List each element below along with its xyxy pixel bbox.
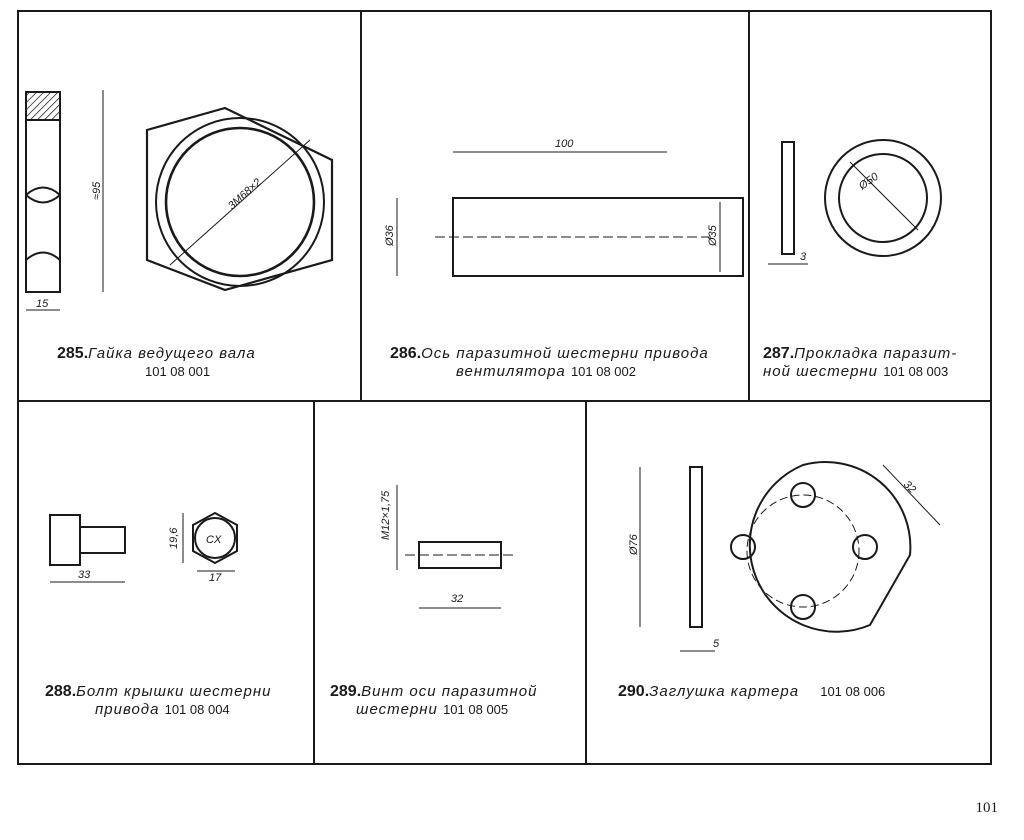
dim-32-text: 32 [451, 593, 463, 605]
caption-285-title: Гайка ведущего вала [88, 345, 256, 362]
caption-288: 288.Болт крышки шестерни привода 101 08 … [45, 683, 271, 719]
caption-290: 290.Заглушка картера 101 08 006 [618, 683, 885, 701]
plug-hole-right [852, 534, 878, 560]
bolt-hex-view [192, 511, 238, 565]
dim-36-text: Ø36 [384, 224, 396, 247]
drawing-285-nut: ≈95 3M68×2 15 [25, 90, 334, 311]
plug-hole-left [730, 534, 756, 560]
caption-285: 285.Гайка ведущего вала 101 08 001 [57, 345, 256, 381]
caption-286-code: 101 08 002 [570, 364, 637, 379]
caption-290-title: Заглушка картера [649, 683, 800, 700]
dim-100-text: 100 [555, 138, 574, 150]
drawing-286-axle: 100 Ø36 Ø35 [384, 138, 744, 277]
dim-32-plug-line [882, 464, 941, 526]
caption-286-number: 286. [390, 345, 422, 362]
drawing-288-bolt: 33 19,6 CX 17 [49, 511, 238, 584]
plug-side [689, 466, 703, 628]
plug-outline [748, 461, 912, 633]
caption-289-title-line2: шестерни [356, 701, 438, 718]
page-frame [17, 10, 992, 765]
plug-bolt-circle [746, 494, 860, 608]
caption-286-title: Ось паразитной шестерни привода [421, 345, 709, 362]
caption-289: 289.Винт оси паразитной шестерни 101 08 … [330, 683, 537, 719]
caption-288-number: 288. [45, 683, 77, 700]
bolt-hex-circle [194, 517, 236, 559]
dim-m12-text: M12×1,75 [380, 490, 392, 540]
dim-5-text: 5 [713, 638, 720, 650]
caption-287: 287.Прокладка паразит- ной шестерни 101 … [763, 345, 957, 381]
nut-hex-outline [145, 106, 334, 292]
nut-side-chamfer-mid [25, 186, 61, 204]
col-divider-top-2 [748, 10, 750, 400]
bolt-cx-mark: CX [206, 534, 222, 546]
plug-hole-top [790, 482, 816, 508]
row-divider [17, 400, 992, 402]
drawing-290-plug: Ø76 32 5 [628, 461, 941, 652]
page-number: 101 [975, 800, 999, 816]
gasket-inner-circle [838, 153, 928, 243]
dim-15-text: 15 [36, 298, 49, 310]
caption-288-code: 101 08 004 [164, 702, 230, 717]
caption-289-number: 289. [330, 683, 362, 700]
caption-286-title-line2: вентилятора [456, 363, 566, 380]
dim-32-plug-text: 32 [901, 479, 918, 496]
caption-286: 286.Ось паразитной шестерни привода вент… [390, 345, 709, 381]
dim-17-text: 17 [209, 572, 222, 584]
caption-287-title: Прокладка паразит- [794, 345, 958, 362]
nut-outer-circle [155, 117, 325, 287]
nut-side-hatch [25, 91, 61, 121]
drawing-289-screw: M12×1,75 32 [380, 485, 515, 609]
col-divider-top-1 [360, 10, 362, 400]
dim-50-line [849, 161, 919, 231]
drawing-287-gasket: Ø50 3 [768, 139, 942, 265]
dim-thread-line [169, 139, 311, 266]
dim-thread-text: 3M68×2 [226, 177, 264, 213]
caption-287-code: 101 08 003 [883, 364, 949, 379]
caption-290-code: 101 08 006 [820, 684, 886, 699]
caption-289-title: Винт оси паразитной [361, 683, 538, 700]
plug-hole-bottom [790, 594, 816, 620]
dim-3-text: 3 [800, 251, 807, 263]
caption-289-code: 101 08 005 [443, 702, 509, 717]
gasket-side [781, 141, 795, 255]
caption-285-code: 101 08 001 [145, 364, 211, 379]
caption-288-title: Болт крышки шестерни [76, 683, 272, 700]
caption-287-number: 287. [763, 345, 795, 362]
dim-76-text: Ø76 [628, 533, 640, 556]
nut-thread-circle [164, 126, 316, 278]
dim-196-text: 19,6 [168, 527, 180, 549]
caption-290-number: 290. [618, 683, 650, 700]
nut-side-chamfer-bottom [25, 251, 61, 261]
dim-95-text: ≈95 [91, 181, 103, 200]
dim-33-text: 33 [78, 569, 91, 581]
screw-body [418, 541, 502, 569]
col-divider-bottom-1 [313, 400, 315, 765]
bolt-shank [79, 526, 126, 554]
caption-288-title-line2: привода [95, 701, 160, 718]
gasket-outer-circle [824, 139, 942, 257]
caption-287-title-line2: ной шестерни [763, 363, 879, 380]
bolt-head [49, 514, 81, 566]
dim-35-text: Ø35 [707, 224, 719, 247]
col-divider-bottom-2 [585, 400, 587, 765]
caption-285-number: 285. [57, 345, 89, 362]
